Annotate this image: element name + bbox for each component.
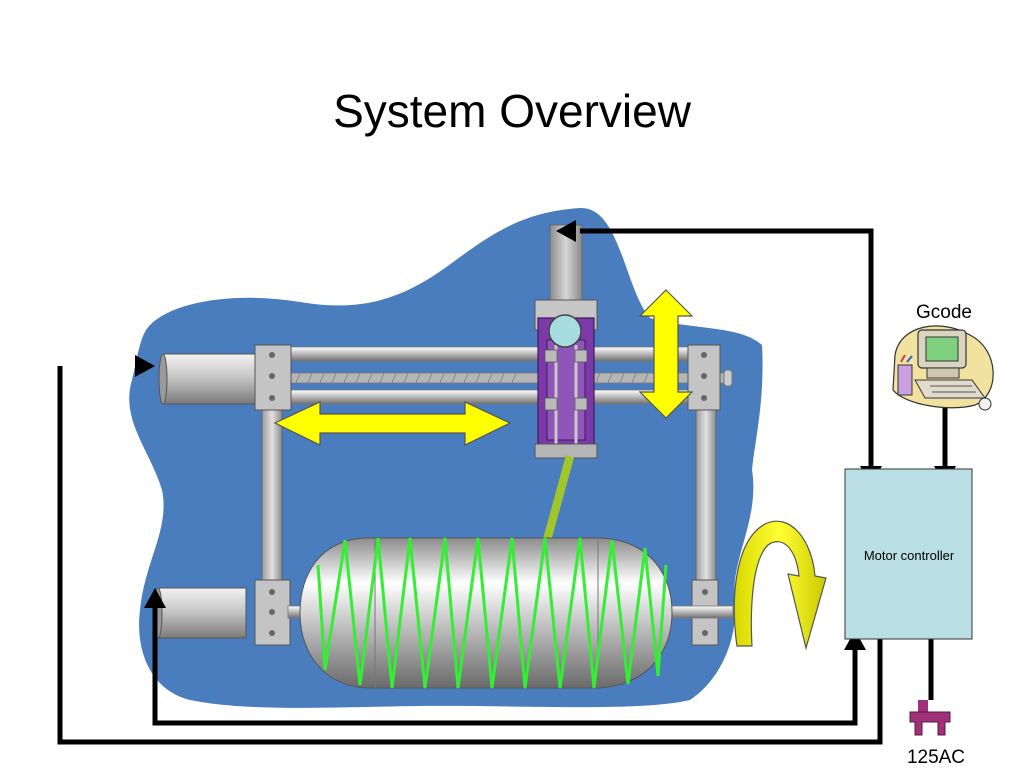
bottom-rail xyxy=(287,389,689,405)
screw-end-cap xyxy=(723,369,733,387)
slide-title: System Overview xyxy=(333,85,691,137)
fiber-feed-line xyxy=(543,455,574,541)
motor-controller-label: Motor controller xyxy=(864,548,955,563)
x-axis-motor xyxy=(162,353,256,405)
motor-controller-box xyxy=(844,468,973,640)
carriage-pulley xyxy=(548,314,582,348)
top-rail xyxy=(287,346,689,362)
power-label: 125AC xyxy=(907,747,965,768)
fiber-winding xyxy=(316,537,668,689)
computer-icon xyxy=(892,325,994,411)
x-axis-double-arrow xyxy=(273,401,512,446)
control-wires xyxy=(57,228,948,745)
z-axis-double-arrow xyxy=(638,289,694,419)
power-plug-icon xyxy=(909,700,951,736)
gcode-label: Gcode xyxy=(916,302,972,323)
z-axis-motor-column xyxy=(549,224,583,306)
rotation-arrow-icon xyxy=(733,520,827,651)
spindle-motor xyxy=(157,587,247,639)
